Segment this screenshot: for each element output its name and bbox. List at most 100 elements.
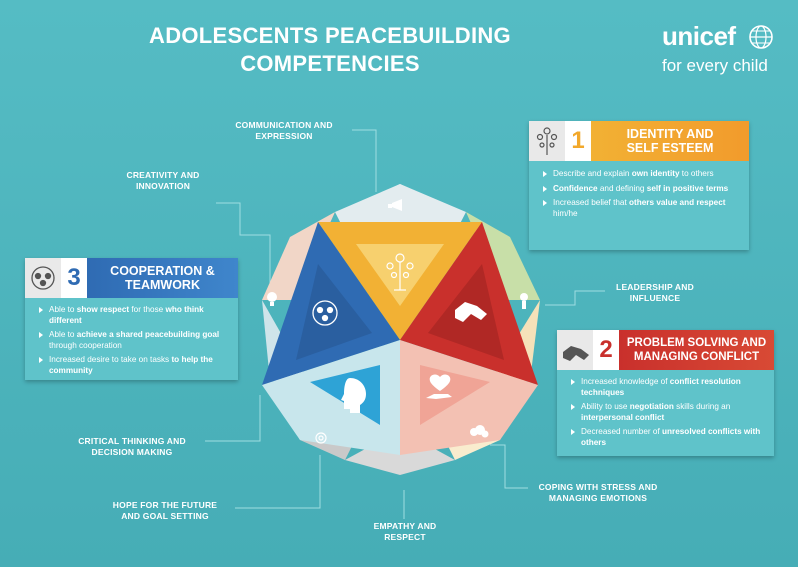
label-critical-thinking: CRITICAL THINKING AND DECISION MAKING [62,436,202,458]
panel-identity-iconbox [529,121,565,161]
list-item: Increased knowledge of conflict resoluti… [569,377,767,398]
label-critical-l1: CRITICAL THINKING AND [78,436,186,446]
label-critical-l2: DECISION MAKING [91,447,173,457]
logo-brand: unicef [662,21,736,51]
label-leadership-l1: LEADERSHIP AND [616,282,694,292]
panel-cooperation-title-l2: TEAMWORK [124,278,200,292]
cloud-icon [470,425,489,438]
list-item: Able to show respect for those who think… [37,305,231,326]
text: Ability to use [581,402,630,411]
handshake-icon [455,302,487,322]
label-creativity-l2: INNOVATION [135,181,191,191]
text: Able to [49,330,77,339]
label-hope-l2: AND GOAL SETTING [121,511,209,521]
tree-icon [386,253,414,291]
label-coping-l2: MANAGING EMOTIONS [548,493,648,503]
megaphone-icon [388,199,402,211]
label-leadership: LEADERSHIP AND INFLUENCE [605,282,705,304]
title-line-2: COMPETENCIES [240,51,420,76]
text-bold: achieve a shared peacebuilding goal [76,330,220,339]
panel-identity-title: IDENTITY AND SELF ESTEEM [591,121,749,161]
text-bold: negotiation [629,402,674,411]
label-creativity-l1: CREATIVITY AND [126,170,200,180]
text-bold: self in positive terms [646,183,729,193]
text: Decreased number of [581,427,663,436]
text-bold: unresolved conflicts with others [581,427,761,447]
handshake-icon [563,346,589,361]
triangle-cooperation-inner [296,264,372,360]
text-bold: show respect [76,305,130,314]
label-creativity: CREATIVITY AND INNOVATION [108,170,218,192]
text: through cooperation [49,340,122,350]
label-coping-l1: COPING WITH STRESS AND [538,482,658,492]
label-hope: HOPE FOR THE FUTURE AND GOAL SETTING [98,500,232,522]
label-hope-l1: HOPE FOR THE FUTURE [112,500,218,510]
panel-identity: 1 IDENTITY AND SELF ESTEEM Describe and … [529,121,749,250]
leadership-icon [520,293,528,309]
panel-cooperation-title: COOPERATION & TEAMWORK [87,258,238,298]
unicef-logo: unicef for every child [662,22,782,76]
tree-icon [536,127,558,155]
text: Increased knowledge of [581,377,670,386]
team-icon [31,266,55,290]
logo-tagline: for every child [662,56,768,75]
text: to others [679,169,714,178]
text: Increased belief that [553,198,630,207]
panel-identity-bullets: Describe and explain own identity to oth… [541,169,741,223]
list-item: Decreased number of unresolved conflicts… [569,427,767,448]
label-empathy: EMPATHY AND RESPECT [360,521,450,543]
text: skills during an [673,402,731,411]
panel-problem-title-l1: PROBLEM SOLVING AND [626,337,767,349]
text-bold: conflict resolution techniques [581,377,741,397]
panel-cooperation-number: 3 [61,258,87,298]
panel-identity-title-l2: SELF ESTEEM [626,141,714,155]
text-bold: own identity [631,169,680,178]
target-icon [315,432,327,444]
label-leadership-l2: INFLUENCE [629,293,681,303]
panel-problem-solving: 2 PROBLEM SOLVING AND MANAGING CONFLICT … [557,330,774,456]
list-item: Describe and explain own identity to oth… [541,169,741,180]
panel-problem-iconbox [557,330,593,370]
label-communication-l1: COMMUNICATION AND [235,120,333,130]
label-communication: COMMUNICATION AND EXPRESSION [222,120,346,142]
list-item: Increased belief that others value and r… [541,198,741,219]
text-bold: interpersonal conflict [581,412,665,422]
list-item: Confidence and defining self in positive… [541,184,741,195]
team-icon [312,300,338,326]
list-item: Ability to use negotiation skills during… [569,402,767,423]
lightbulb-icon [267,292,277,306]
text: for those [129,305,166,314]
panel-cooperation: 3 COOPERATION & TEAMWORK Able to show re… [25,258,238,380]
title-line-1: ADOLESCENTS PEACEBUILDING [149,23,511,48]
panel-problem-number: 2 [593,330,619,370]
label-empathy-l2: RESPECT [384,532,426,542]
panel-cooperation-bullets: Able to show respect for those who think… [37,305,231,380]
text-bold: to help the community [49,355,213,375]
list-item: Increased desire to take on tasks to hel… [37,355,231,376]
text: Able to [49,305,77,314]
label-empathy-l1: EMPATHY AND [373,521,437,531]
text-bold: Confidence [553,183,598,193]
text: Describe and explain [553,169,632,178]
panel-problem-title: PROBLEM SOLVING AND MANAGING CONFLICT [619,330,774,370]
text: and defining [597,183,647,193]
panel-identity-number: 1 [565,121,591,161]
label-communication-l2: EXPRESSION [255,131,313,141]
globe-icon [749,25,773,49]
heart-hand-icon [426,374,452,399]
panel-cooperation-iconbox [25,258,61,298]
text: him/he [553,208,578,218]
text-bold: who think different [49,305,204,325]
panel-problem-bullets: Increased knowledge of conflict resoluti… [569,377,767,452]
head-icon [341,378,366,413]
text-bold: others value and respect [629,198,726,207]
panel-problem-title-l2: MANAGING CONFLICT [633,351,760,363]
panel-identity-title-l1: IDENTITY AND [626,127,714,141]
page-title: ADOLESCENTS PEACEBUILDING COMPETENCIES [110,22,550,78]
panel-cooperation-title-l1: COOPERATION & [110,264,215,278]
text: Increased desire to take on tasks [49,355,172,364]
label-coping: COPING WITH STRESS AND MANAGING EMOTIONS [530,482,666,504]
